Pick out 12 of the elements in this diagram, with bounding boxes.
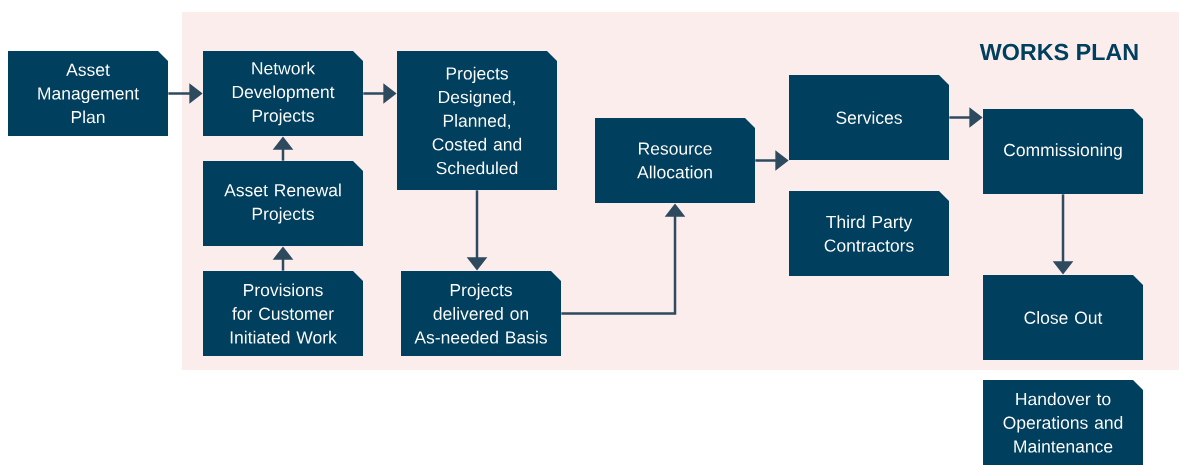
- process-box: Close Out: [983, 275, 1143, 360]
- process-box: Third Party Contractors: [789, 191, 949, 276]
- process-box: Provisions for Customer Initiated Work: [203, 271, 363, 356]
- process-box: Services: [789, 75, 949, 160]
- process-box: Commissioning: [983, 109, 1143, 194]
- process-box: Asset Management Plan: [8, 51, 168, 136]
- process-box: Resource Allocation: [595, 118, 755, 203]
- process-box: Projects delivered on As-needed Basis: [401, 271, 561, 356]
- process-box: Network Development Projects: [203, 51, 363, 136]
- process-box: Asset Renewal Projects: [203, 161, 363, 246]
- process-box: Projects Designed, Planned, Costed and Scheduled: [397, 51, 557, 190]
- process-box: Handover to Operations and Maintenance: [983, 380, 1143, 465]
